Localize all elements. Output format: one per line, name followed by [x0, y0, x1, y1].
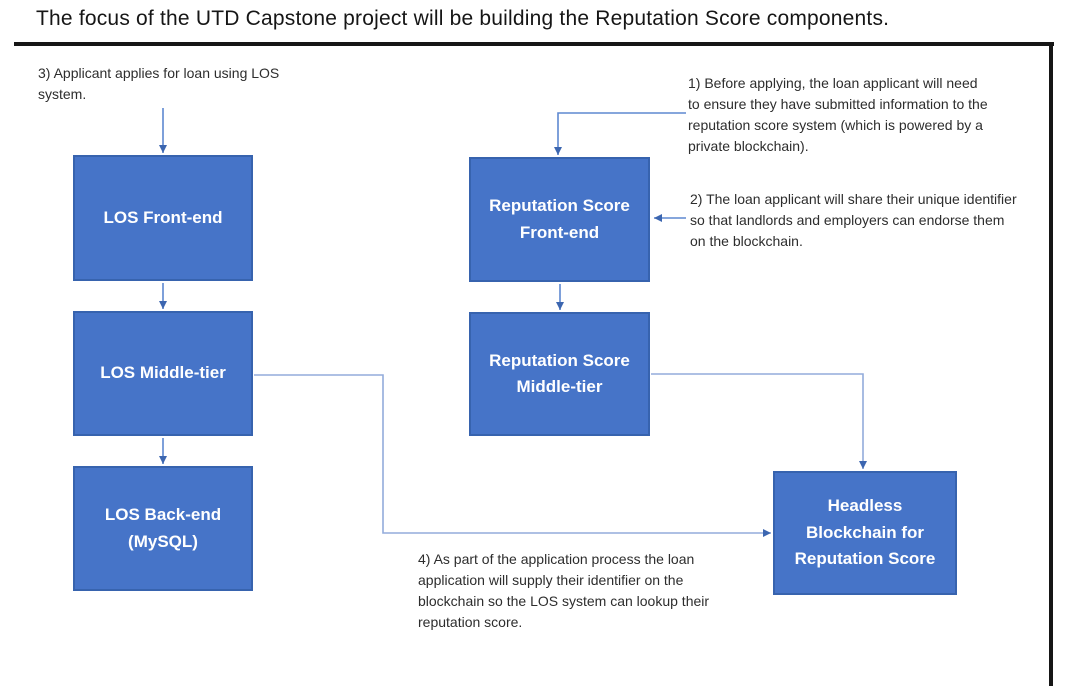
- annotation-step-2: 2) The loan applicant will share their u…: [690, 191, 1017, 249]
- annotation-step-4: 4) As part of the application process th…: [418, 551, 710, 630]
- annotation-step-1: 1) Before applying, the loan applicant w…: [688, 75, 988, 154]
- box-headless-blockchain: Headless Blockchain for Reputation Score: [773, 471, 957, 595]
- box-los-middle-tier: LOS Middle-tier: [73, 311, 253, 436]
- box-reputation-score-front-end: Reputation Score Front-end: [469, 157, 650, 282]
- right-border-rule: [1049, 42, 1053, 686]
- arrow-rep-middle-to-blockchain: [651, 373, 867, 469]
- box-los-back-end: LOS Back-end (MySQL): [73, 466, 253, 591]
- title-separator-rule: [14, 42, 1054, 46]
- arrow-note1-to-rep-front: [554, 112, 686, 155]
- box-reputation-score-middle-tier: Reputation Score Middle-tier: [469, 312, 650, 436]
- annotation-step-3: 3) Applicant applies for loan using LOS …: [38, 65, 280, 102]
- page-title: The focus of the UTD Capstone project wi…: [36, 7, 890, 30]
- box-los-front-end: LOS Front-end: [73, 155, 253, 281]
